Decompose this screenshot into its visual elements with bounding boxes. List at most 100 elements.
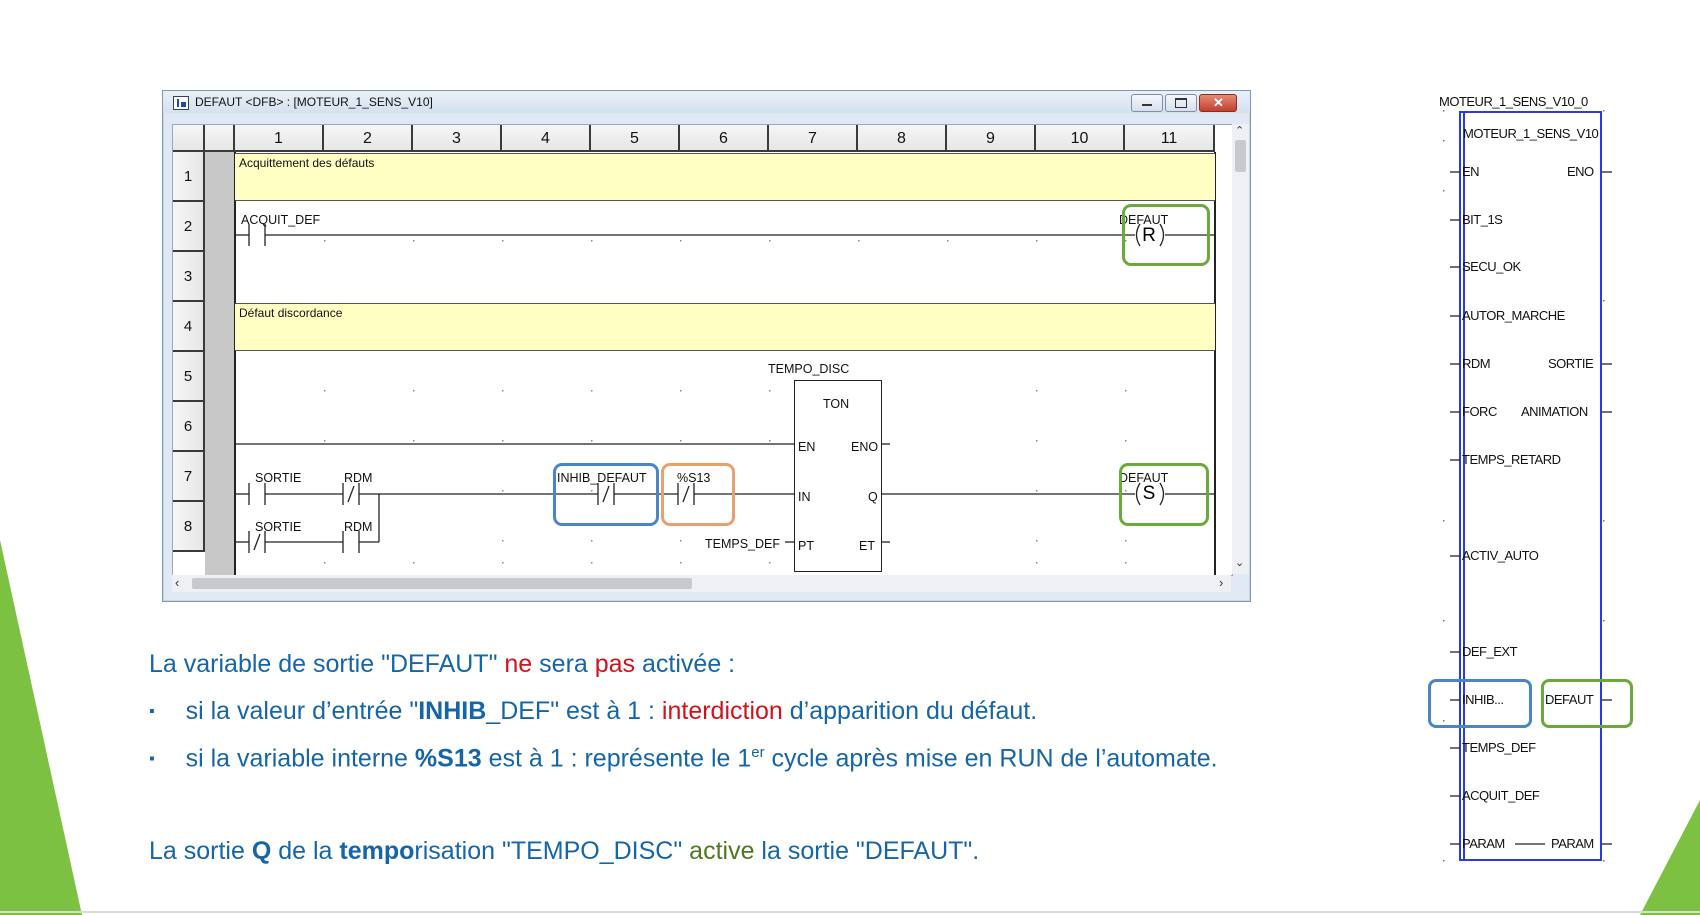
comment-row-1[interactable]: Acquittement des défauts	[235, 153, 1215, 201]
scroll-left-arrow[interactable]: ‹	[175, 575, 180, 590]
row-header[interactable]: 5	[173, 352, 205, 402]
contact-acquit-def[interactable]	[247, 224, 267, 246]
input-pin: EN	[1462, 164, 1480, 179]
title-bar: DEFAUT <DFB> : [MOTEUR_1_SENS_V10] ✕	[163, 91, 1250, 113]
scroll-up-arrow[interactable]: ⌃	[1235, 125, 1245, 137]
contact-label: RDM	[344, 471, 373, 485]
highlight-inhib-pin	[1428, 679, 1532, 728]
left-green-triangle	[0, 540, 82, 915]
input-pin: INHIB...	[1462, 692, 1504, 707]
column-header[interactable]: 8	[858, 125, 947, 152]
corner-cell	[173, 125, 205, 152]
pin-en: EN	[798, 440, 816, 454]
rung-2	[235, 223, 1215, 247]
input-pin: DEF_EXT	[1462, 644, 1518, 659]
output-pin: ENO	[1567, 164, 1594, 179]
comment-text: Défaut discordance	[239, 306, 343, 320]
input-pin: TEMPS_DEF	[1462, 740, 1536, 755]
pin-in: IN	[798, 490, 811, 504]
column-header[interactable]: 3	[413, 125, 502, 152]
row-header[interactable]: 2	[173, 202, 205, 252]
column-header[interactable]: 9	[947, 125, 1036, 152]
contact-label: %S13	[677, 471, 711, 485]
input-pin: FORC	[1462, 404, 1497, 419]
row-header[interactable]: 4	[173, 302, 205, 352]
input-pin: TEMPS_RETARD	[1462, 452, 1561, 467]
close-button[interactable]: ✕	[1199, 94, 1237, 112]
scroll-down-arrow[interactable]: ⌄	[1235, 557, 1245, 569]
block-pin-stubs	[1443, 110, 1612, 862]
function-block-moteur[interactable]	[1459, 111, 1602, 861]
column-header[interactable]: 5	[591, 125, 680, 152]
corner-cell	[205, 125, 235, 152]
grid-dots	[324, 240, 1127, 564]
right-green-triangle	[1640, 800, 1700, 915]
column-header[interactable]: 4	[502, 125, 591, 152]
comment-text: Acquittement des défauts	[239, 156, 375, 170]
contact-label: SORTIE	[255, 520, 302, 534]
highlight-defaut-set	[1119, 463, 1209, 526]
maximize-button[interactable]	[1165, 94, 1197, 112]
highlight-inhib-defaut	[553, 463, 659, 526]
highlight-defaut-reset	[1122, 204, 1210, 266]
highlight-defaut-pin	[1541, 679, 1633, 728]
timer-block-ton[interactable]: TON EN ENO IN Q PT ET	[794, 380, 882, 572]
input-pin: ACQUIT_DEF	[1462, 788, 1540, 803]
column-header[interactable]: 10	[1036, 125, 1125, 152]
vertical-scrollbar[interactable]: ⌃ ⌄	[1232, 124, 1249, 574]
timer-instance-name: TEMPO_DISC	[768, 362, 850, 376]
window-title: DEFAUT <DFB> : [MOTEUR_1_SENS_V10]	[195, 95, 433, 109]
block-instance-name: MOTEUR_1_SENS_V10_0	[1439, 94, 1588, 109]
left-power-rail	[234, 152, 236, 575]
input-pin: ACTIV_AUTO	[1462, 548, 1539, 563]
row-header[interactable]: 7	[173, 452, 205, 502]
output-pin: PARAM	[1551, 836, 1594, 851]
row-header[interactable]: 6	[173, 402, 205, 452]
comment-row-4[interactable]: Défaut discordance	[235, 303, 1215, 351]
input-pin: PARAM	[1462, 836, 1505, 851]
contact-label: RDM	[344, 520, 373, 534]
input-pin: AUTOR_MARCHE	[1462, 308, 1565, 323]
input-pin: BIT_1S	[1462, 212, 1503, 227]
minimize-button[interactable]	[1131, 94, 1163, 112]
ladder-editor-window: DEFAUT <DFB> : [MOTEUR_1_SENS_V10] ✕ 1 2…	[162, 90, 1251, 602]
highlight-s13	[661, 463, 735, 526]
bullet-marker: ▪	[149, 750, 155, 768]
block-type-name: MOTEUR_1_SENS_V10	[1463, 126, 1599, 141]
column-header[interactable]: 6	[680, 125, 769, 152]
right-power-rail	[1214, 152, 1216, 575]
scroll-thumb[interactable]	[1235, 140, 1246, 172]
bullet-2: ▪ si la variable interne %S13 est à 1 : …	[149, 744, 1218, 773]
reset-coil[interactable]: R	[1142, 225, 1156, 246]
pt-variable: TEMPS_DEF	[705, 537, 781, 551]
bullet-1: ▪ si la valeur d’entrée "INHIB_DEF" est …	[149, 697, 1038, 725]
coil-label: DEFAUT	[1119, 471, 1169, 485]
pin-et: ET	[859, 539, 875, 553]
scroll-thumb[interactable]	[192, 578, 692, 589]
contact-label: ACQUIT_DEF	[241, 213, 321, 227]
row-header[interactable]: 3	[173, 252, 205, 302]
column-header[interactable]: 1	[235, 125, 324, 152]
ladder-grid[interactable]: 1 2 3 4 5 6 7 8 9 10 11 1 2 3 4 5 6 7 8 …	[172, 124, 1233, 576]
text-line-4: La sortie Q de la temporisation "TEMPO_D…	[149, 837, 980, 865]
input-pin: RDM	[1462, 356, 1491, 371]
output-pin: SORTIE	[1548, 356, 1594, 371]
left-power-rail-gutter	[205, 152, 235, 575]
contact-label: INHIB_DEFAUT	[557, 471, 647, 485]
output-pin: ANIMATION	[1521, 404, 1588, 419]
set-coil[interactable]: S	[1142, 483, 1156, 504]
pin-pt: PT	[798, 539, 814, 553]
row-header[interactable]: 8	[173, 502, 205, 552]
scroll-right-arrow[interactable]: ›	[1219, 575, 1224, 590]
row-header[interactable]: 1	[173, 152, 205, 202]
text-line-1: La variable de sortie "DEFAUT" ne sera p…	[149, 650, 736, 678]
horizontal-scrollbar[interactable]: ‹ ›	[172, 575, 1231, 592]
rung-7-wiring	[235, 443, 1215, 553]
bullet-marker: ▪	[149, 703, 155, 720]
column-header[interactable]: 2	[324, 125, 413, 152]
input-pin: SECU_OK	[1462, 259, 1521, 274]
column-header[interactable]: 11	[1125, 125, 1215, 152]
column-header[interactable]: 7	[769, 125, 858, 152]
timer-type: TON	[823, 397, 850, 411]
app-icon	[173, 96, 189, 110]
